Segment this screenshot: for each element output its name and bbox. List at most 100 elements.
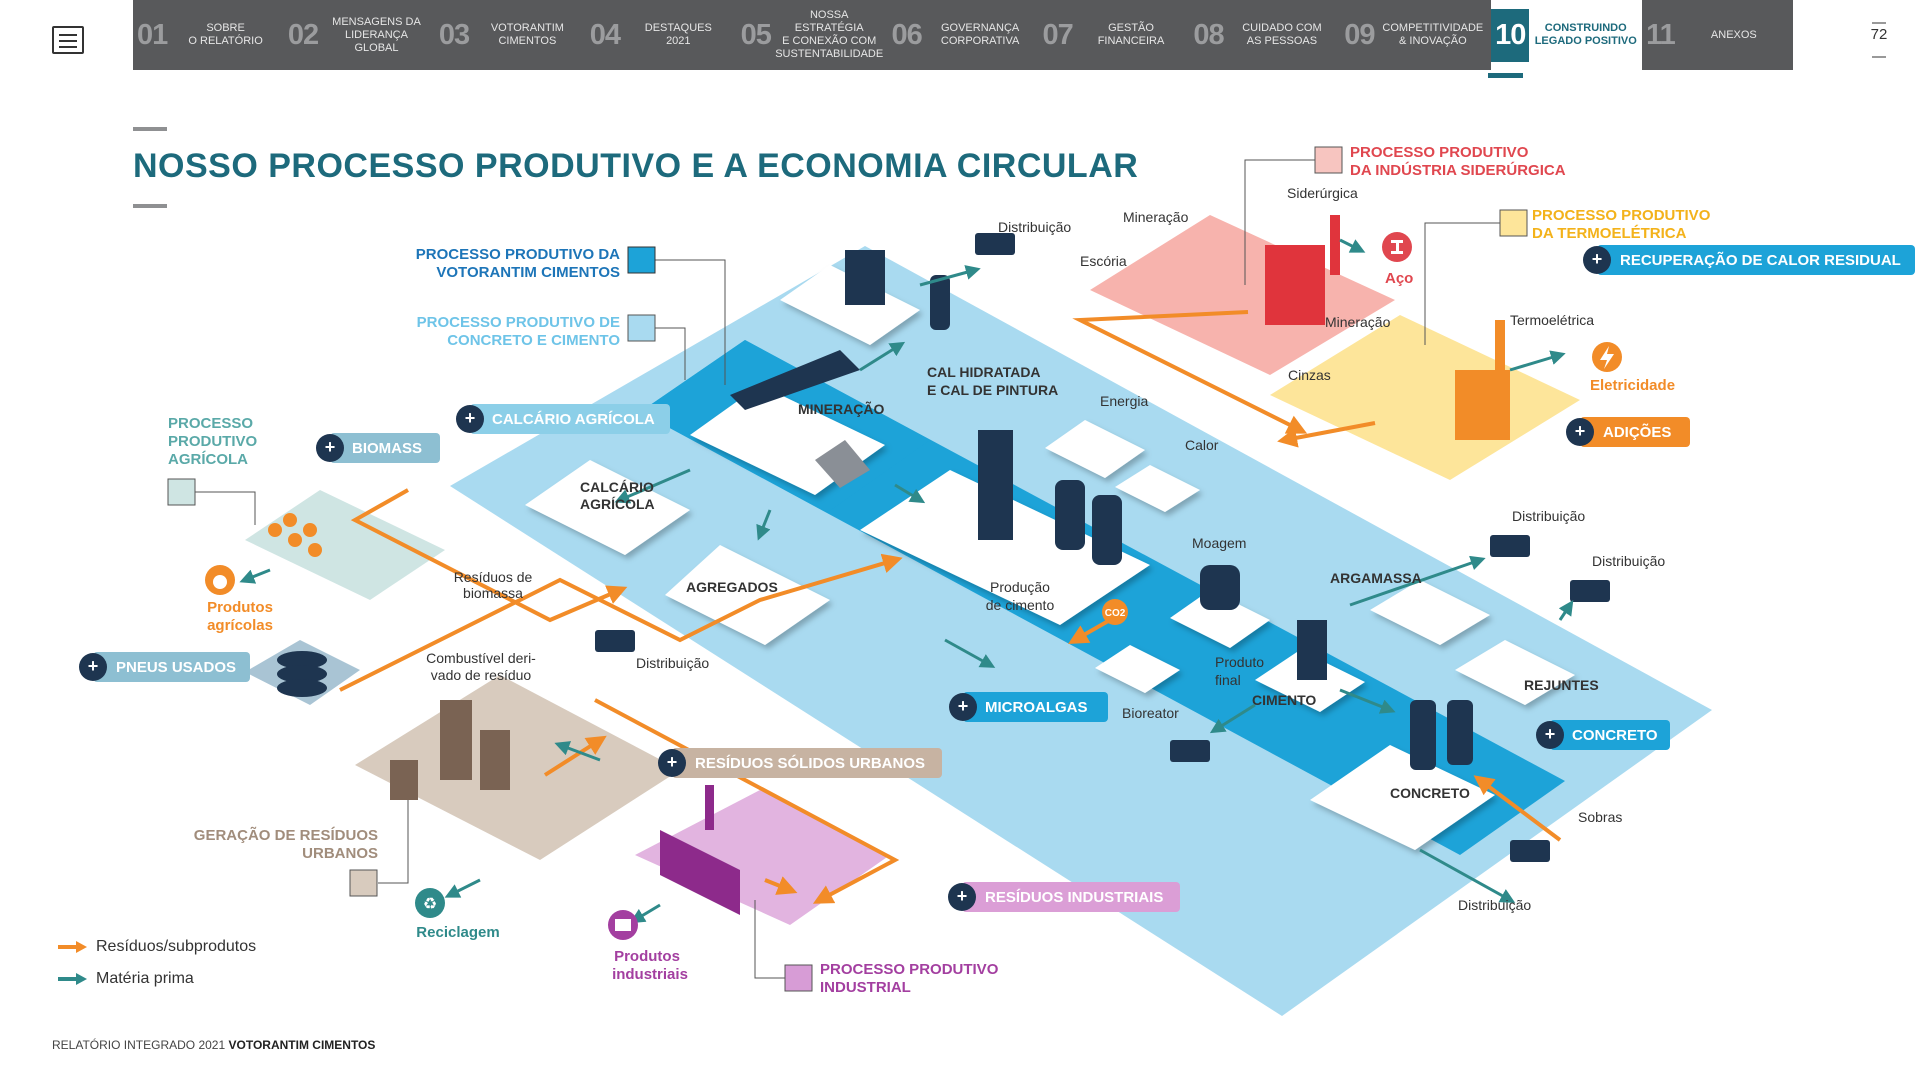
produtos-industriais-line1: Produtos [614, 948, 680, 965]
nav-tab-label-line: O RELATÓRIO [188, 35, 263, 47]
badge-label: CONCRETO [1572, 727, 1658, 744]
producao-plant [978, 430, 1122, 565]
plus-icon: + [958, 696, 969, 716]
title-bottom-rule [133, 204, 167, 208]
badge-label: RECUPERAÇÃO DE CALOR RESIDUAL [1620, 251, 1901, 269]
tile-rejuntes [1455, 640, 1575, 705]
badge-biomass[interactable]: + BIOMASS [316, 433, 440, 463]
legend-urbanos-line2: URBANOS [302, 845, 378, 862]
produtos-agricolas-line2: agrícolas [207, 617, 273, 634]
reciclagem-output: ♻ Reciclagem [415, 888, 500, 941]
legend-termoeletrica-line1: PROCESSO PRODUTIVO [1532, 207, 1711, 224]
nav-tab-number: 05 [740, 18, 772, 51]
legend-square-termoeletrica [1499, 209, 1528, 237]
tile-concreto [1310, 745, 1495, 850]
badge-recuperacao-calor[interactable]: + RECUPERAÇÃO DE CALOR RESIDUAL [1583, 245, 1915, 275]
label-mineracao-termo: Mineração [1325, 314, 1391, 330]
agricola-platform [245, 490, 445, 600]
eletricidade-label: Eletricidade [1590, 377, 1675, 394]
tile-bioreator [1095, 645, 1180, 693]
legend-industrial-line1: PROCESSO PRODUTIVO [820, 961, 999, 978]
page-title: NOSSO PROCESSO PRODUTIVO E A ECONOMIA CI… [133, 147, 1139, 185]
co2-marker: CO2 [1102, 599, 1128, 625]
nav-tab-number: 06 [891, 18, 923, 51]
active-tab-indicator [1488, 73, 1523, 78]
label-rejuntes: REJUNTES [1524, 677, 1599, 693]
plus-icon: + [1545, 724, 1556, 744]
nav-tab-label-line: GOVERNANÇA [940, 22, 1020, 34]
tile-agregados [665, 545, 830, 645]
nav-tab-number: 09 [1344, 18, 1375, 51]
nav-tab-label-line: CIMENTOS [498, 35, 557, 47]
label-calor: Calor [1185, 437, 1219, 453]
badge-residuos-solidos-urbanos[interactable]: + RESÍDUOS SÓLIDOS URBANOS [658, 748, 942, 778]
badge-calcario-agricola[interactable]: + CALCÁRIO AGRÍCOLA [456, 404, 670, 434]
nav-tab-number: 03 [438, 18, 470, 51]
urban-buildings [390, 700, 510, 800]
legend-urbanos-line1: GERAÇÃO DE RESÍDUOS [194, 826, 378, 844]
badge-microalgas[interactable]: + MICROALGAS [949, 692, 1108, 722]
urbanos-platform [355, 675, 680, 860]
label-residuos-bio-1: Resíduos de [454, 569, 533, 585]
badge-residuos-industriais[interactable]: + RESÍDUOS INDUSTRIAIS [948, 882, 1180, 912]
badge-label: MICROALGAS [985, 699, 1088, 716]
label-termoeletrica: Termoelétrica [1510, 312, 1594, 328]
badge-pneus-usados[interactable]: + PNEUS USADOS [79, 652, 250, 682]
legend-concreto-line2: CONCRETO E CIMENTO [447, 332, 620, 349]
badge-adicoes[interactable]: + ADIÇÕES [1566, 417, 1690, 447]
badge-concreto[interactable]: + CONCRETO [1536, 720, 1670, 750]
title-top-rule [133, 127, 167, 131]
footer-brand: VOTORANTIM CIMENTOS [228, 1038, 376, 1052]
siderurgica-platform [1090, 215, 1395, 375]
plus-icon: + [667, 752, 678, 772]
tile-producao [860, 470, 1150, 625]
badge-label: RESÍDUOS SÓLIDOS URBANOS [695, 754, 925, 772]
moagem-mill [1200, 565, 1240, 610]
label-combustivel-2: vado de resíduo [431, 667, 532, 683]
concreto-silos [1410, 700, 1473, 770]
plus-icon: + [325, 437, 336, 457]
label-residuos-bio-2: biomassa [463, 585, 523, 601]
materia-prima-flows [239, 238, 1574, 924]
legend-siderurgica-line1: PROCESSO PRODUTIVO [1350, 144, 1529, 161]
label-distribuicao-left: Distribuição [636, 655, 709, 671]
label-calcario-2: AGRÍCOLA [580, 496, 655, 512]
nav-tab-number: 10 [1491, 8, 1530, 62]
label-cal-hidratada-2: E CAL DE PINTURA [927, 382, 1058, 398]
tire-stack-icon [277, 651, 327, 697]
legend-square-votorantim [627, 246, 656, 274]
legend-termoeletrica-line2: DA TERMOELÉTRICA [1532, 225, 1687, 242]
legend-leader-lines [195, 159, 1500, 979]
legend-square-industrial [784, 964, 813, 992]
label-escoria: Escória [1080, 253, 1127, 269]
label-calcario-1: CALCÁRIO [580, 479, 654, 495]
plus-icon: + [957, 886, 968, 906]
legend-materia-prima: Matéria prima [58, 970, 194, 988]
svg-text:♻: ♻ [423, 896, 437, 913]
label-energia: Energia [1100, 393, 1148, 409]
menu-icon[interactable] [52, 26, 84, 54]
label-agregados: AGREGADOS [686, 579, 778, 595]
orange-tree-grove [268, 513, 322, 557]
label-produto-2: final [1215, 672, 1241, 688]
eletricidade-output: Eletricidade [1590, 342, 1675, 394]
nav-tab-number: 04 [589, 18, 621, 51]
tile-argamassa [1370, 580, 1490, 645]
label-cinzas: Cinzas [1288, 367, 1331, 383]
nav-tab-label-line: 2021 [666, 35, 691, 47]
tile-calor [1115, 465, 1200, 512]
